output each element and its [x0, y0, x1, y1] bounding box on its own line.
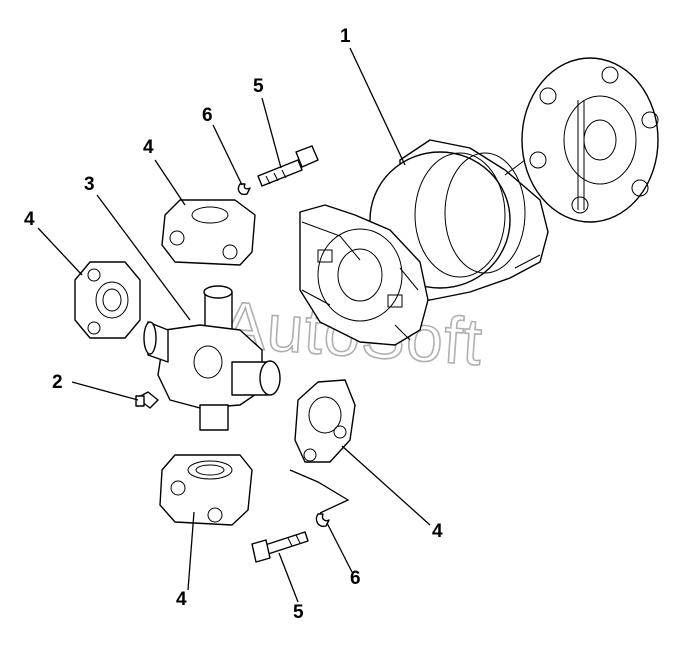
part-coupling-flange — [521, 57, 659, 223]
part-6-washer-bottom — [315, 513, 330, 528]
part-4-bearing-cap-right — [294, 379, 356, 463]
callout-1: 1 — [340, 26, 351, 47]
callout-3: 3 — [84, 174, 95, 195]
callout-4-left: 4 — [24, 209, 35, 230]
callout-5-bottom: 5 — [293, 602, 304, 623]
callout-6-top: 6 — [202, 105, 213, 126]
part-3-spider-cross — [143, 285, 281, 431]
part-1-coupling-housing — [299, 139, 549, 346]
leader-lines — [37, 47, 431, 603]
part-6-washer-top — [237, 183, 251, 196]
callout-4-bottom: 4 — [176, 589, 187, 610]
part-4-bearing-cap-bottom — [159, 454, 253, 526]
part-2-grease-nipple — [135, 391, 159, 409]
callout-4-right: 4 — [432, 521, 443, 542]
callout-6-bottom: 6 — [350, 568, 361, 589]
part-4-bearing-cap-left — [74, 261, 141, 339]
callout-4-top: 4 — [143, 137, 154, 158]
part-5-bolt-bottom — [251, 531, 309, 563]
part-5-bolt-top — [257, 145, 319, 187]
callout-5-top: 5 — [253, 76, 264, 97]
callout-2: 2 — [52, 372, 63, 393]
part-4-bearing-cap-top — [161, 199, 256, 266]
